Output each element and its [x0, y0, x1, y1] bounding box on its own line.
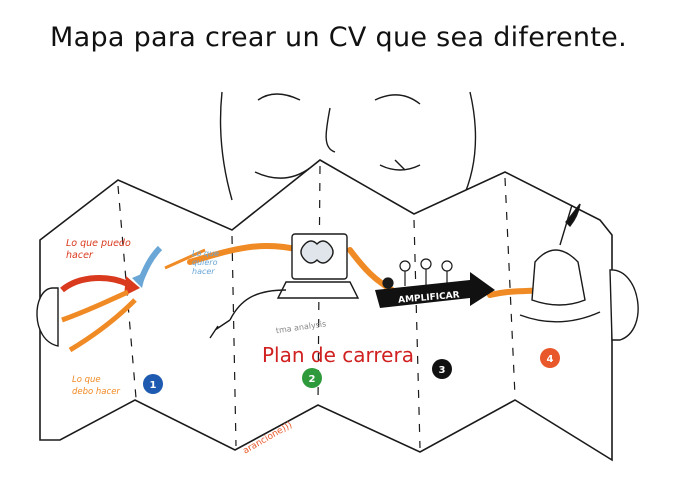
svg-text:2: 2: [309, 374, 316, 385]
step-badge-1: 1: [143, 374, 163, 394]
svg-text:Lo que: Lo que: [192, 249, 219, 258]
svg-text:Lo que: Lo que: [72, 375, 101, 385]
face-sketch: [219, 91, 477, 201]
folded-map: [39, 159, 613, 462]
svg-text:hacer: hacer: [66, 250, 94, 261]
svg-text:Lo que puedo: Lo que puedo: [66, 238, 131, 249]
hands: [36, 269, 639, 347]
plan-de-carrera-label: Plan de carrera: [262, 343, 414, 367]
quill-inkpot-icon: [519, 203, 601, 323]
label-lo-que-quiero: Lo que quiero hacer: [192, 249, 219, 276]
step-badges: 1 2 3 4: [143, 348, 560, 394]
svg-text:hacer: hacer: [192, 267, 215, 276]
step-badge-3: 3: [432, 359, 452, 379]
label-lo-que-puedo: Lo que puedo hacer: [66, 238, 131, 261]
svg-text:1: 1: [150, 380, 157, 391]
svg-text:debo hacer: debo hacer: [72, 387, 120, 397]
svg-text:quiero: quiero: [192, 258, 218, 267]
label-lo-que-debo: Lo que debo hacer: [72, 375, 120, 397]
arrow-icon: [375, 272, 495, 308]
step-badge-2: 2: [302, 368, 322, 388]
people-icon: [382, 258, 453, 289]
page-title: Mapa para crear un CV que sea diferente.: [50, 22, 627, 53]
brain-laptop-icon: [209, 233, 360, 339]
svg-text:4: 4: [547, 354, 554, 365]
svg-text:3: 3: [439, 365, 446, 376]
step-badge-4: 4: [540, 348, 560, 368]
panel1-arrows: [60, 245, 206, 353]
